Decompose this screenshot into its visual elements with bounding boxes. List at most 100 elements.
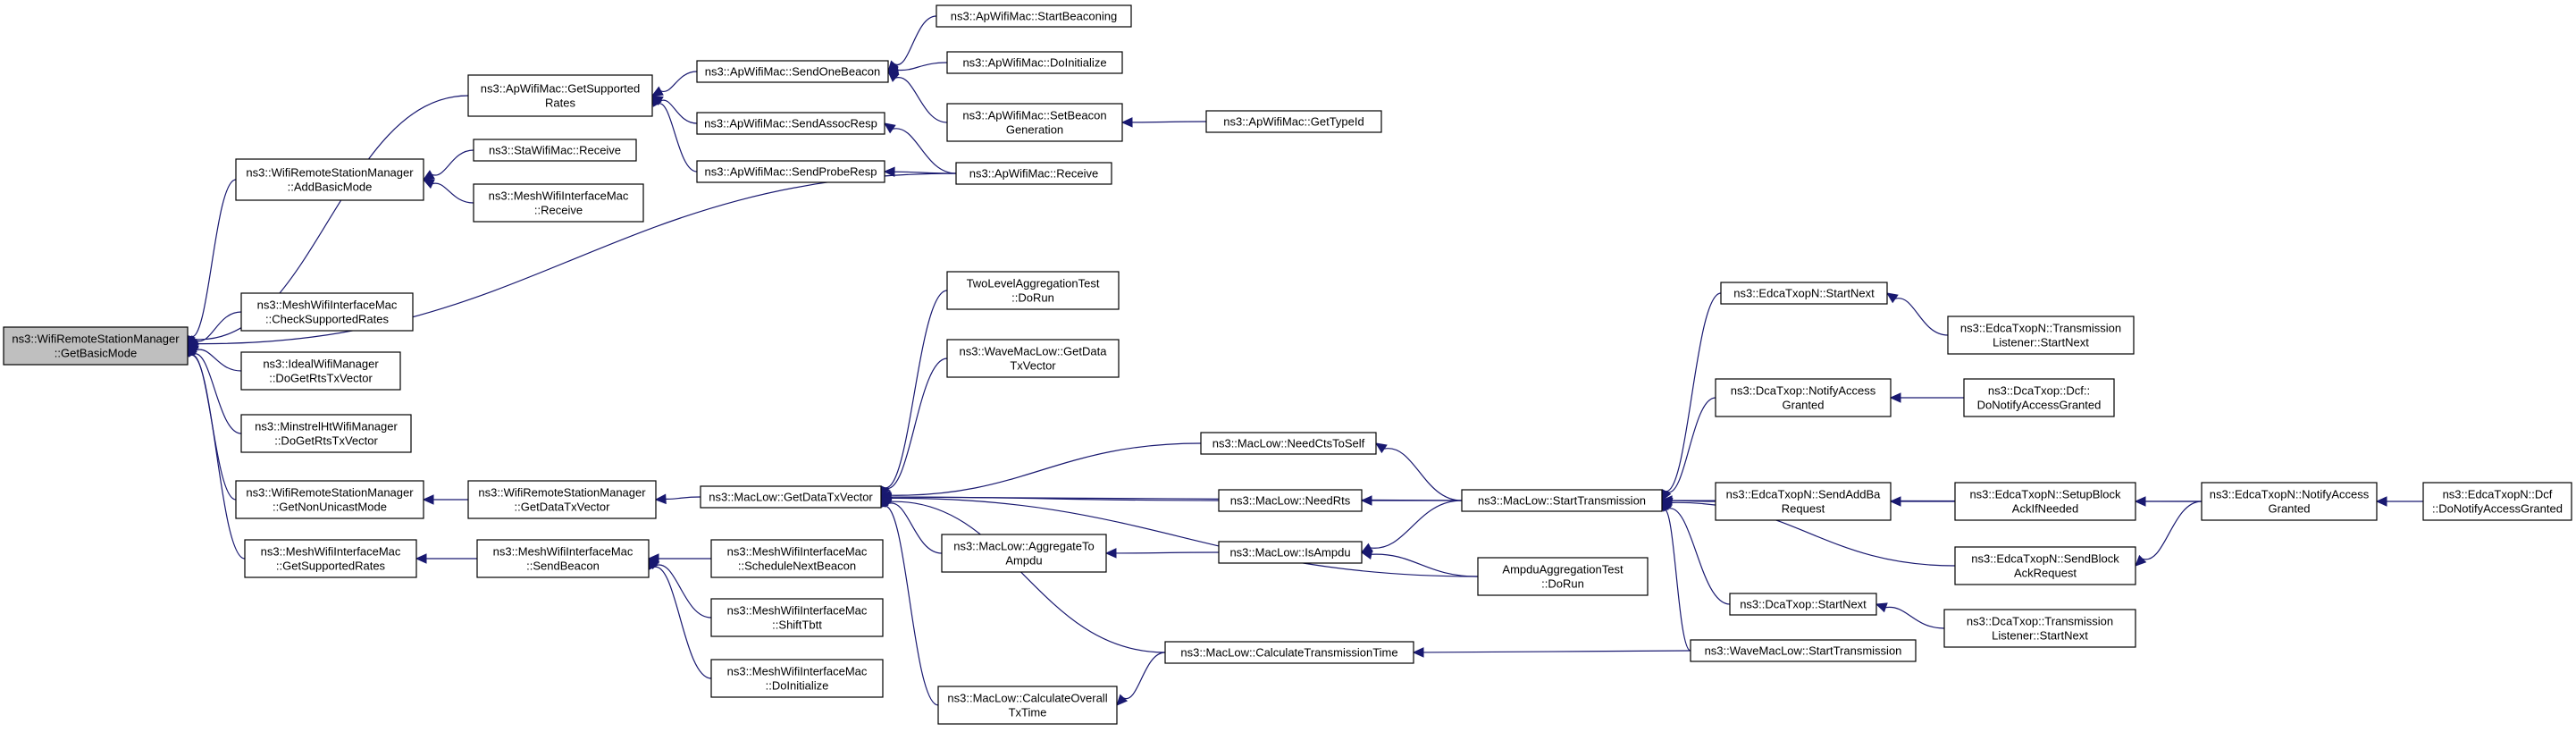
node-label-line: ::GetNonUnicastMode xyxy=(273,501,387,514)
edge-wrsm_getdatatx-to-wrsm_getnonuni xyxy=(422,494,469,505)
node-label-line: ns3::IdealWifiManager xyxy=(263,358,379,371)
node-mac_needcts[interactable]: ns3::MacLow::NeedCtsToSelf xyxy=(1200,432,1377,455)
edge-edca_dcf_donotify-to-edca_notifyaccess xyxy=(2375,496,2423,507)
edge-line xyxy=(660,71,698,92)
node-ap_receive[interactable]: ns3::ApWifiMac::Receive xyxy=(955,162,1112,185)
node-mac_needrts[interactable]: ns3::MacLow::NeedRts xyxy=(1218,489,1363,512)
edge-arrowhead xyxy=(1875,602,1888,613)
edge-line xyxy=(1666,397,1716,492)
node-label-line: ns3::EdcaTxopN::Dcf xyxy=(2443,488,2553,501)
edge-edca_notifyaccess-to-edca_sendblockack xyxy=(2135,501,2203,567)
node-label-line: ::DoGetRtsTxVector xyxy=(269,372,373,385)
node-label-line: ns3::EdcaTxopN::SendAddBa xyxy=(1726,488,1881,501)
node-box xyxy=(1690,639,1917,662)
node-label-line: ns3::ApWifiMac::StartBeaconing xyxy=(951,10,1117,23)
node-edca_tl_startnext[interactable]: ns3::EdcaTxopN::TransmissionListener::St… xyxy=(1947,316,2135,355)
node-mesh_shifttbtt[interactable]: ns3::MeshWifiInterfaceMac::ShiftTbtt xyxy=(710,598,884,637)
node-label-line: ns3::WifiRemoteStationManager xyxy=(12,332,180,346)
node-label-line: TwoLevelAggregationTest xyxy=(967,277,1100,290)
edge-mesh_checksup-to-root xyxy=(186,311,242,347)
edge-line xyxy=(1115,551,1220,554)
node-label-line: ns3::EdcaTxopN::SetupBlock xyxy=(1969,488,2121,501)
node-ap_startbeacon[interactable]: ns3::ApWifiMac::StartBeaconing xyxy=(936,4,1132,28)
node-minstrel_dogetrts[interactable]: ns3::MinstrelHtWifiManager::DoGetRtsTxVe… xyxy=(240,414,412,453)
node-dca_notifyaccess[interactable]: ns3::DcaTxop::NotifyAccessGranted xyxy=(1715,378,1892,417)
node-twolevel[interactable]: TwoLevelAggregationTest::DoRun xyxy=(946,271,1120,310)
node-box xyxy=(1461,489,1663,512)
node-label-line: ns3::EdcaTxopN::Transmission xyxy=(1960,322,2121,335)
node-mesh_checksup[interactable]: ns3::MeshWifiInterfaceMac::CheckSupporte… xyxy=(240,292,414,332)
nodes-layer: ns3::WifiRemoteStationManager::GetBasicM… xyxy=(3,4,2572,725)
node-label-line: ::GetBasicMode xyxy=(55,347,138,360)
node-root[interactable]: ns3::WifiRemoteStationManager::GetBasicM… xyxy=(3,326,189,366)
edge-mesh_getsup-to-root xyxy=(185,344,246,560)
edge-mac_getdatatx-to-wrsm_getdatatx xyxy=(654,493,701,505)
node-ampdu_dorun[interactable]: AmpduAggregationTest::DoRun xyxy=(1477,557,1649,596)
edge-edca_notifyaccess-to-edca_setupblock xyxy=(2134,496,2202,507)
node-mesh_sendbeacon[interactable]: ns3::MeshWifiInterfaceMac::SendBeacon xyxy=(476,539,650,578)
node-ideal_dogetrts[interactable]: ns3::IdealWifiManager::DoGetRtsTxVector xyxy=(240,351,401,391)
node-box xyxy=(473,139,637,162)
node-sta_receive[interactable]: ns3::StaWifiMac::Receive xyxy=(473,139,637,162)
node-mesh_schednext[interactable]: ns3::MeshWifiInterfaceMac::ScheduleNextB… xyxy=(710,539,884,578)
node-label-line: ns3::ApWifiMac::SendAssocResp xyxy=(704,117,877,130)
node-label-line: Generation xyxy=(1006,123,1063,137)
node-wrsm_getdatatx[interactable]: ns3::WifiRemoteStationManager::GetDataTx… xyxy=(467,480,657,519)
edge-wrsm_getnonuni-to-root xyxy=(185,344,237,501)
node-mac_isampdu[interactable]: ns3::MacLow::IsAmpdu xyxy=(1218,541,1363,564)
edge-arrowhead xyxy=(1360,549,1373,560)
node-box xyxy=(710,659,884,698)
node-mac_calctx[interactable]: ns3::MacLow::CalculateTransmissionTime xyxy=(1164,641,1414,664)
node-ap_getsup[interactable]: ns3::ApWifiMac::GetSupportedRates xyxy=(467,74,653,117)
node-ap_gettypeid[interactable]: ns3::ApWifiMac::GetTypeId xyxy=(1205,110,1382,133)
node-edca_dcf_donotify[interactable]: ns3::EdcaTxopN::Dcf::DoNotifyAccessGrant… xyxy=(2422,482,2572,521)
node-wrsm_addbasic[interactable]: ns3::WifiRemoteStationManager::AddBasicM… xyxy=(235,158,424,201)
node-mesh_receive[interactable]: ns3::MeshWifiInterfaceMac::Receive xyxy=(473,183,644,223)
node-box xyxy=(1963,378,2115,417)
node-ap_doinit[interactable]: ns3::ApWifiMac::DoInitialize xyxy=(946,51,1123,74)
node-wave_getdatatx[interactable]: ns3::WaveMacLow::GetDataTxVector xyxy=(946,339,1120,378)
node-dca_startnext[interactable]: ns3::DcaTxop::StartNext xyxy=(1729,593,1877,616)
node-dca_tl_startnext[interactable]: ns3::DcaTxop::TransmissionListener::Star… xyxy=(1943,609,2136,648)
edge-dca_tl_startnext-to-dca_startnext xyxy=(1875,602,1945,629)
node-label-line: ::AddBasicMode xyxy=(288,181,373,194)
edge-line xyxy=(192,353,242,434)
edge-arrowhead xyxy=(1412,647,1424,658)
edge-line xyxy=(190,354,237,501)
node-wrsm_getnonuni[interactable]: ns3::WifiRemoteStationManager::GetNonUni… xyxy=(235,480,424,519)
node-label-line: ns3::ApWifiMac::SendProbeResp xyxy=(705,165,877,179)
node-ap_sendonebeacon[interactable]: ns3::ApWifiMac::SendOneBeacon xyxy=(696,60,889,83)
node-wave_starttx[interactable]: ns3::WaveMacLow::StartTransmission xyxy=(1690,639,1917,662)
node-ap_sendassoc[interactable]: ns3::ApWifiMac::SendAssocResp xyxy=(696,112,885,135)
node-edca_notifyaccess[interactable]: ns3::EdcaTxopN::NotifyAccessGranted xyxy=(2201,482,2378,521)
node-box xyxy=(244,539,417,578)
node-label-line: ns3::MinstrelHtWifiManager xyxy=(255,420,398,433)
node-label-line: ns3::MacLow::NeedCtsToSelf xyxy=(1212,437,1365,450)
node-box xyxy=(240,351,401,391)
node-label-line: ns3::ApWifiMac::GetTypeId xyxy=(1223,115,1364,129)
node-dca_dcf_donotify[interactable]: ns3::DcaTxop::Dcf::DoNotifyAccessGranted xyxy=(1963,378,2115,417)
node-mesh_doinit[interactable]: ns3::MeshWifiInterfaceMac::DoInitialize xyxy=(710,659,884,698)
node-edca_startnext[interactable]: ns3::EdcaTxopN::StartNext xyxy=(1720,282,1888,305)
node-label-line: Request xyxy=(1782,502,1825,516)
node-mac_starttx[interactable]: ns3::MacLow::StartTransmission xyxy=(1461,489,1663,512)
edge-arrowhead xyxy=(422,179,435,189)
node-box xyxy=(2201,482,2378,521)
node-mesh_getsup[interactable]: ns3::MeshWifiInterfaceMac::GetSupportedR… xyxy=(244,539,417,578)
node-box xyxy=(710,598,884,637)
node-ap_sendprobe[interactable]: ns3::ApWifiMac::SendProbeResp xyxy=(696,160,885,183)
node-box xyxy=(1954,546,2136,585)
node-mac_getdatatx[interactable]: ns3::MacLow::GetDataTxVector xyxy=(700,485,882,509)
node-label-line: ns3::MacLow::AggregateTo xyxy=(953,540,1095,553)
node-box xyxy=(467,480,657,519)
edge-line xyxy=(897,62,948,72)
node-box xyxy=(240,414,412,453)
edge-twolevel-to-mac_getdatatx xyxy=(879,290,948,499)
node-label-line: TxTime xyxy=(1009,706,1047,719)
